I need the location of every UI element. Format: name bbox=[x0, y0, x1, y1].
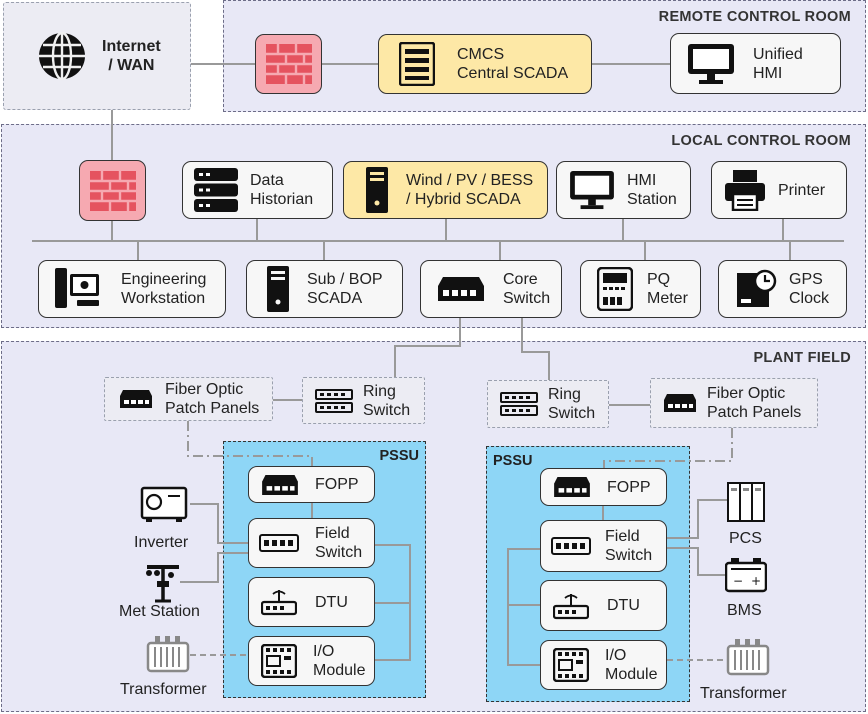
field-switch-left-node[interactable]: Field Switch bbox=[248, 518, 375, 568]
pssu-left-title: PSSU bbox=[379, 448, 420, 464]
server-rack-icon bbox=[399, 42, 435, 86]
fopp-right-node[interactable]: FOPP bbox=[540, 468, 667, 506]
pcs-icon bbox=[727, 482, 765, 522]
firewall-icon bbox=[265, 44, 312, 84]
gps-clock-label: GPS Clock bbox=[789, 271, 830, 307]
router-icon bbox=[261, 590, 297, 616]
fopp-left-label: FOPP bbox=[315, 476, 359, 493]
core-switch-label: Core Switch bbox=[503, 271, 551, 307]
hybrid-scada-node[interactable]: Wind / PV / BESS / Hybrid SCADA bbox=[343, 161, 548, 219]
inverter-icon bbox=[140, 486, 188, 522]
tower-server-icon bbox=[366, 167, 388, 213]
pcs-label: PCS bbox=[729, 530, 762, 547]
patch-panel-icon bbox=[120, 390, 152, 408]
transformer-icon bbox=[726, 639, 770, 676]
field-zone-title: PLANT FIELD bbox=[753, 350, 851, 366]
io-module-right-label: I/O Module bbox=[605, 647, 658, 683]
field-switch-right-node[interactable]: Field Switch bbox=[540, 520, 667, 572]
gps-clock-node[interactable]: GPS Clock bbox=[718, 260, 847, 318]
unified-hmi-label: Unified HMI bbox=[753, 45, 803, 82]
dtu-left-node[interactable]: DTU bbox=[248, 577, 375, 627]
pssu-right-title: PSSU bbox=[493, 453, 533, 469]
sub-bop-scada-node[interactable]: Sub / BOP SCADA bbox=[246, 260, 403, 318]
fiber-patch-left-node[interactable]: Fiber Optic Patch Panels bbox=[104, 377, 273, 421]
patch-panel-icon bbox=[664, 394, 696, 412]
internet-label: Internet / WAN bbox=[102, 38, 161, 74]
battery-icon: − + bbox=[725, 558, 767, 593]
dtu-left-label: DTU bbox=[315, 593, 348, 611]
pq-meter-node[interactable]: PQ Meter bbox=[580, 260, 701, 318]
workstation-icon bbox=[55, 268, 99, 308]
remote-zone-title: REMOTE CONTROL ROOM bbox=[658, 9, 851, 25]
cmcs-label: CMCS Central SCADA bbox=[457, 46, 569, 82]
fiber-patch-right-node[interactable]: Fiber Optic Patch Panels bbox=[650, 378, 818, 428]
pq-meter-label: PQ Meter bbox=[647, 271, 688, 307]
inverter-label: Inverter bbox=[134, 534, 189, 551]
transformer-right-label: Transformer bbox=[700, 685, 787, 702]
hmi-station-node[interactable]: HMI Station bbox=[556, 161, 691, 219]
ring-switch-icon bbox=[500, 392, 538, 416]
fiber-patch-left-label: Fiber Optic Patch Panels bbox=[165, 381, 260, 417]
printer-label: Printer bbox=[778, 181, 826, 199]
io-module-icon bbox=[553, 648, 589, 682]
patch-panel-icon bbox=[554, 476, 590, 498]
ring-switch-left-node[interactable]: Ring Switch bbox=[302, 377, 425, 424]
patch-panel-icon bbox=[262, 474, 298, 495]
svg-text:−: − bbox=[733, 574, 743, 588]
io-module-right-node[interactable]: I/O Module bbox=[540, 640, 667, 690]
ring-switch-icon bbox=[315, 388, 353, 413]
gps-clock-icon bbox=[737, 269, 777, 307]
transformer-left-label: Transformer bbox=[120, 681, 207, 698]
field-switch-right-label: Field Switch bbox=[605, 528, 653, 564]
network-switch-icon bbox=[551, 537, 591, 555]
local-zone-title: LOCAL CONTROL ROOM bbox=[671, 133, 851, 149]
firewall-icon bbox=[89, 170, 136, 211]
network-switch-icon bbox=[438, 277, 484, 301]
monitor-icon bbox=[688, 43, 734, 84]
core-switch-node[interactable]: Core Switch bbox=[420, 260, 562, 318]
router-icon bbox=[553, 593, 589, 619]
io-module-left-label: I/O Module bbox=[313, 643, 366, 679]
engineering-workstation-label: Engineering Workstation bbox=[121, 271, 207, 307]
cmcs-node[interactable]: CMCS Central SCADA bbox=[378, 34, 592, 94]
ring-switch-right-node[interactable]: Ring Switch bbox=[487, 380, 609, 428]
dtu-right-node[interactable]: DTU bbox=[540, 580, 667, 631]
internet-wan-node[interactable]: Internet / WAN bbox=[3, 2, 191, 110]
ring-switch-left-label: Ring Switch bbox=[363, 382, 411, 419]
fiber-patch-right-label: Fiber Optic Patch Panels bbox=[707, 385, 802, 421]
fopp-right-label: FOPP bbox=[607, 478, 651, 496]
remote-firewall[interactable] bbox=[255, 34, 322, 94]
ring-switch-right-label: Ring Switch bbox=[548, 386, 596, 422]
svg-text:+: + bbox=[751, 574, 761, 588]
transformer-icon bbox=[146, 636, 190, 673]
engineering-workstation-node[interactable]: Engineering Workstation bbox=[38, 260, 226, 318]
tower-server-icon bbox=[267, 266, 289, 312]
dtu-right-label: DTU bbox=[607, 597, 640, 614]
sub-bop-scada-label: Sub / BOP SCADA bbox=[307, 271, 383, 307]
network-switch-icon bbox=[259, 534, 299, 552]
monitor-icon bbox=[570, 170, 614, 210]
bms-label: BMS bbox=[727, 602, 762, 619]
hybrid-scada-label: Wind / PV / BESS / Hybrid SCADA bbox=[406, 172, 534, 208]
met-station-label: Met Station bbox=[119, 603, 200, 620]
data-historian-label: Data Historian bbox=[250, 172, 314, 208]
meter-icon bbox=[597, 267, 633, 311]
io-module-icon bbox=[261, 644, 297, 678]
hmi-station-label: HMI Station bbox=[627, 172, 677, 208]
local-firewall[interactable] bbox=[79, 160, 146, 221]
unified-hmi-node[interactable]: Unified HMI bbox=[670, 33, 841, 94]
met-station-icon bbox=[146, 565, 179, 603]
globe-icon bbox=[39, 31, 85, 81]
server-stack-icon bbox=[194, 168, 238, 212]
io-module-left-node[interactable]: I/O Module bbox=[248, 636, 375, 686]
fopp-left-node[interactable]: FOPP bbox=[248, 466, 375, 503]
data-historian-node[interactable]: Data Historian bbox=[182, 161, 333, 219]
field-switch-left-label: Field Switch bbox=[315, 525, 363, 561]
printer-icon bbox=[725, 170, 765, 211]
printer-node[interactable]: Printer bbox=[711, 161, 847, 219]
